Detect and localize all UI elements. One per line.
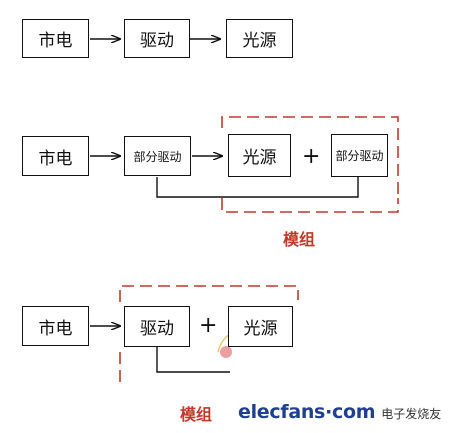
r1-mains-box: 市电 xyxy=(22,19,89,58)
module-outline-r2-bottom xyxy=(221,198,399,213)
r2-partial-driver-2-box: 部分驱动 xyxy=(331,134,388,177)
r2-partial-driver-label: 部分驱动 xyxy=(133,149,182,164)
r1-mains-label: 市电 xyxy=(38,31,73,51)
r3-mains-label: 市电 xyxy=(38,318,73,339)
r2-module-label: 模组 xyxy=(283,230,316,249)
r2-light-box: 光源 xyxy=(228,134,291,177)
r2-mains-label: 市电 xyxy=(38,148,73,169)
r2-light-label: 光源 xyxy=(242,148,277,168)
r3-plus-sign: + xyxy=(199,313,218,338)
watermark-main: elecfans·com xyxy=(238,401,376,423)
r1-driver-label: 驱动 xyxy=(140,31,174,51)
watermark-dot xyxy=(220,346,232,358)
module-outline-r2-top xyxy=(221,116,399,128)
r2-partial-driver-2-label: 部分驱动 xyxy=(335,149,384,163)
r1-light-label: 光源 xyxy=(242,31,277,51)
r3-mains-box: 市电 xyxy=(22,306,89,346)
r1-driver-box: 驱动 xyxy=(124,19,190,58)
r3-module-label: 模组 xyxy=(180,405,213,424)
connector-r3 xyxy=(156,347,230,373)
r3-light-label: 光源 xyxy=(243,319,278,339)
r2-plus-sign: + xyxy=(302,144,321,169)
r3-driver-box: 驱动 xyxy=(124,306,190,347)
module-outline-r3 xyxy=(119,285,299,302)
r2-partial-driver-box: 部分驱动 xyxy=(124,136,191,176)
watermark: elecfans·com 电子发烧友 xyxy=(238,401,441,423)
r2-mains-box: 市电 xyxy=(22,136,89,176)
r1-light-box: 光源 xyxy=(226,19,293,58)
r3-driver-label: 驱动 xyxy=(140,319,174,339)
r3-light-box: 光源 xyxy=(228,306,293,347)
connector-r2 xyxy=(156,177,359,198)
watermark-sub: 电子发烧友 xyxy=(381,407,442,421)
